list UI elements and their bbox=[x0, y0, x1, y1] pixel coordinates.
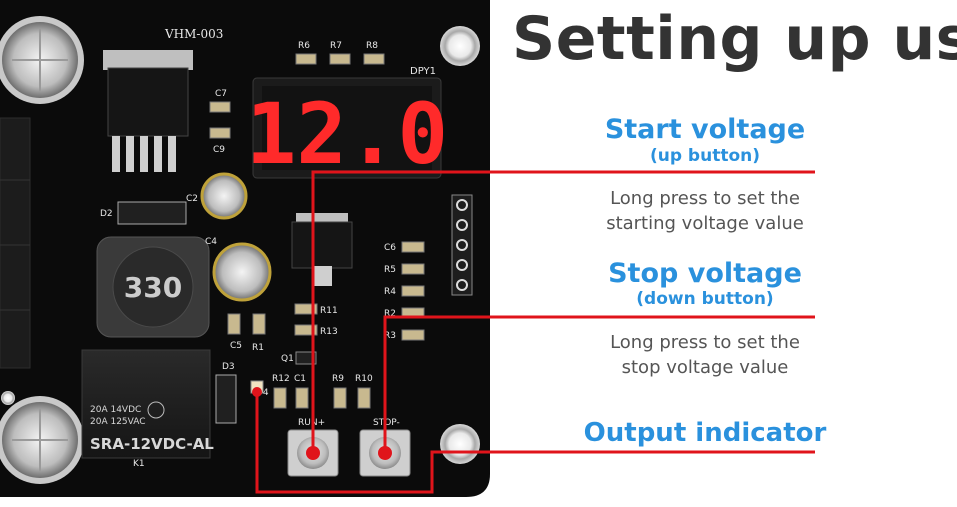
page-title: Setting up use bbox=[512, 4, 957, 74]
output-indicator-dot bbox=[252, 387, 262, 397]
mosfet bbox=[291, 213, 353, 286]
capacitor-bottom-left bbox=[0, 396, 84, 484]
label-r7: R7 bbox=[330, 41, 342, 51]
label-c4: C4 bbox=[205, 237, 217, 247]
label-c1: C1 bbox=[294, 374, 306, 384]
relay-line-2: 20A 125VAC bbox=[90, 417, 146, 427]
transistor-q1 bbox=[295, 351, 317, 365]
label-c2: C2 bbox=[186, 194, 198, 204]
label-d3: D3 bbox=[222, 362, 235, 372]
diode-d3 bbox=[215, 374, 237, 424]
label-r9: R9 bbox=[332, 374, 344, 384]
mounting-hole-bottom-right bbox=[440, 424, 480, 464]
callout-lines bbox=[255, 170, 815, 494]
callout-start-voltage bbox=[311, 170, 815, 453]
resistor-r10 bbox=[357, 387, 371, 409]
start-voltage-subheading: (up button) bbox=[649, 146, 761, 166]
label-r5: R5 bbox=[384, 265, 396, 275]
label-r4: R4 bbox=[384, 287, 396, 297]
label-r13: R13 bbox=[320, 327, 338, 337]
mounting-hole-top-right bbox=[440, 26, 480, 66]
label-r8: R8 bbox=[366, 41, 378, 51]
label-c9: C9 bbox=[213, 145, 225, 155]
label-r11: R11 bbox=[320, 306, 338, 316]
label-d2: D2 bbox=[100, 209, 113, 219]
stop-voltage-heading: Stop voltage bbox=[608, 258, 802, 289]
start-voltage-description-line-1: Long press to set the bbox=[610, 188, 800, 209]
resistor-r6 bbox=[295, 53, 317, 65]
resistor-r8 bbox=[363, 53, 385, 65]
resistor-r1 bbox=[252, 313, 266, 335]
stop-voltage-description-line-2: stop voltage value bbox=[621, 357, 789, 378]
label-r1: R1 bbox=[252, 343, 264, 353]
capacitor-c1 bbox=[295, 387, 309, 409]
label-c5: C5 bbox=[230, 341, 242, 351]
model-label: VHM-003 bbox=[164, 27, 223, 41]
label-c7: C7 bbox=[215, 89, 227, 99]
relay-line-3: SRA-12VDC-AL bbox=[90, 435, 214, 453]
led-display: 12.0 bbox=[246, 77, 448, 183]
capacitor-c6 bbox=[401, 241, 425, 253]
resistor-r4 bbox=[401, 285, 425, 297]
resistor-r3 bbox=[401, 329, 425, 341]
output-indicator-heading: Output indicator bbox=[583, 418, 827, 448]
display-digits: 12.0 bbox=[246, 85, 448, 183]
label-r12: R12 bbox=[272, 374, 290, 384]
capacitor-c5 bbox=[227, 313, 241, 335]
diode-d2 bbox=[117, 201, 187, 225]
stop-voltage-description-line-1: Long press to set the bbox=[610, 332, 800, 353]
resistor-r12 bbox=[273, 387, 287, 409]
relay-id: K1 bbox=[133, 459, 145, 469]
resistor-r13 bbox=[294, 324, 318, 336]
label-r3: R3 bbox=[384, 331, 396, 341]
capacitor-top-left bbox=[0, 16, 84, 104]
label-r6: R6 bbox=[298, 41, 310, 51]
label-r10: R10 bbox=[355, 374, 373, 384]
capacitor-c9 bbox=[209, 127, 231, 139]
start-voltage-description-line-2: starting voltage value bbox=[606, 213, 804, 234]
resistor-r7 bbox=[329, 53, 351, 65]
resistor-r9 bbox=[333, 387, 347, 409]
capacitor-c7 bbox=[209, 101, 231, 113]
pin-header bbox=[451, 194, 473, 296]
callout-stop-voltage bbox=[383, 315, 815, 453]
display-label: DPY1 bbox=[410, 66, 436, 77]
regulator-ic bbox=[103, 50, 193, 172]
terminal-block bbox=[0, 117, 31, 369]
relay-line-1: 20A 14VDC bbox=[90, 405, 141, 415]
inductor-marking: 330 bbox=[124, 271, 182, 304]
label-r2: R2 bbox=[384, 309, 396, 319]
label-c6: C6 bbox=[384, 243, 396, 253]
capacitor-c4 bbox=[212, 242, 272, 302]
resistor-r11 bbox=[294, 303, 318, 315]
relay: 20A 14VDC 20A 125VAC SRA-12VDC-AL bbox=[81, 349, 214, 459]
label-q1: Q1 bbox=[281, 354, 294, 364]
mounting-hole-left bbox=[1, 391, 15, 405]
stop-voltage-subheading: (down button) bbox=[636, 289, 774, 309]
resistor-r5 bbox=[401, 263, 425, 275]
inductor: 330 bbox=[96, 236, 210, 338]
start-voltage-heading: Start voltage bbox=[604, 114, 806, 145]
capacitor-c2 bbox=[200, 172, 248, 220]
callout-output-indicator bbox=[255, 392, 815, 494]
